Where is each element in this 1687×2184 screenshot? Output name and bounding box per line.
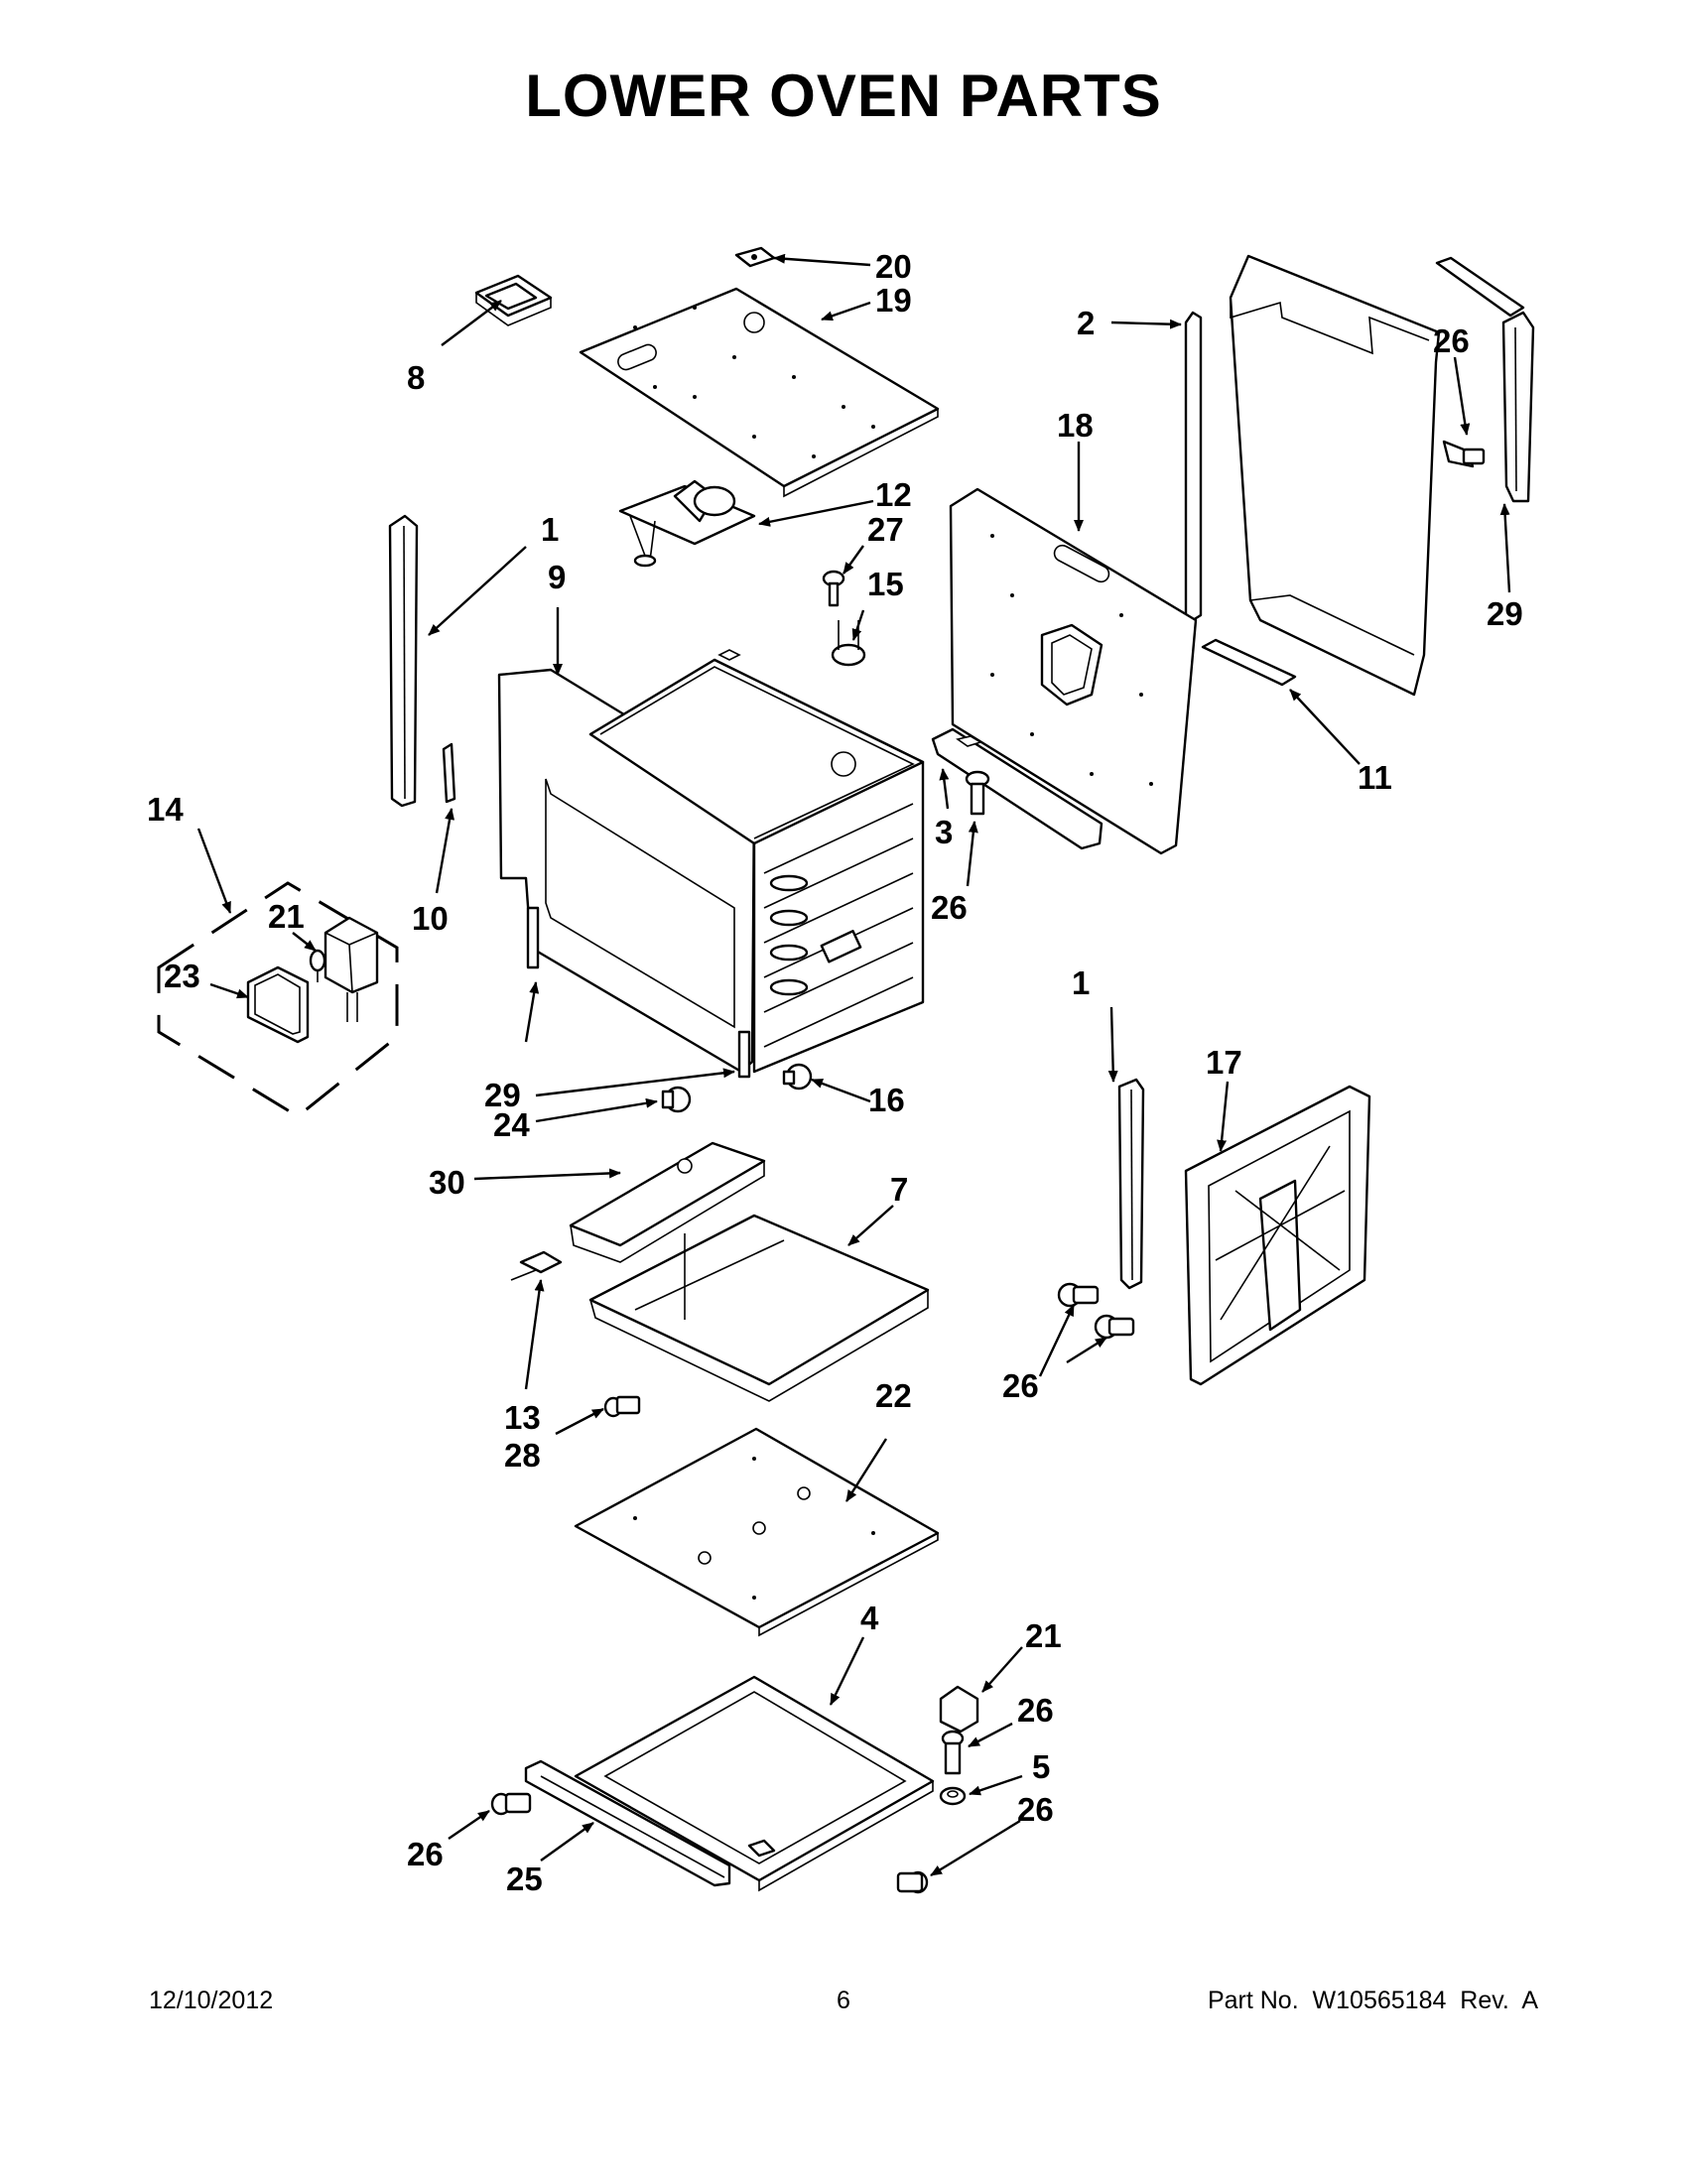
callout-25: 25	[506, 1861, 543, 1897]
callout-3: 3	[935, 814, 953, 850]
callout-14: 14	[147, 791, 184, 828]
callout-8: 8	[407, 359, 425, 396]
part-7-bake-tray	[588, 1214, 930, 1402]
part-27-screw	[822, 570, 845, 607]
callout-7: 7	[890, 1171, 908, 1208]
callout-27: 27	[867, 511, 904, 548]
part-23-bezel	[246, 965, 310, 1044]
part-29-trim-strip-upper	[1435, 256, 1535, 503]
callout-1: 1	[541, 511, 559, 548]
callout-1: 1	[1072, 964, 1090, 1001]
part-28-screw	[603, 1395, 641, 1418]
footer-page-number: 6	[837, 1987, 850, 2014]
callout-28: 28	[504, 1437, 541, 1474]
part-8-vent-bracket	[474, 274, 553, 326]
callout-12: 12	[875, 476, 912, 513]
part-2-outer-wrap	[1184, 254, 1441, 697]
part-22-bottom-panel	[574, 1427, 940, 1637]
callout-26: 26	[931, 889, 968, 926]
part-26-screw-vertical	[941, 1730, 965, 1775]
part-24-knob	[661, 1086, 692, 1113]
callout-17: 17	[1206, 1044, 1242, 1081]
part-26-screw-upper-right	[1442, 440, 1486, 468]
part-26-screw-bottom-left	[490, 1792, 532, 1816]
callout-19: 19	[875, 282, 912, 319]
callout-29: 29	[484, 1077, 521, 1113]
part-9-oven-cavity	[497, 649, 925, 1079]
callout-10: 10	[412, 900, 449, 937]
callout-16: 16	[868, 1082, 905, 1118]
callout-labels: 20 19 8 2 26 18 12 27 15 1 9 29 11 14 3 …	[147, 248, 1523, 1897]
callout-30: 30	[429, 1164, 465, 1201]
part-26-screw-rear	[965, 770, 990, 816]
callout-20: 20	[875, 248, 912, 285]
part-16-knob	[782, 1063, 813, 1091]
part-13-switch	[510, 1250, 563, 1281]
rack-supports	[763, 803, 914, 1048]
control-box	[324, 916, 379, 1022]
leader-arrows	[196, 253, 1511, 1877]
part-18-rear-panel	[949, 487, 1198, 855]
part-3-rear-strip	[931, 727, 1103, 850]
callout-26: 26	[1017, 1791, 1054, 1828]
callout-21: 21	[1025, 1617, 1062, 1654]
part-11-strip	[1201, 638, 1297, 687]
callout-2: 2	[1077, 305, 1095, 341]
part-25-front-rail	[524, 1759, 731, 1887]
part-12-fan-motor-assembly	[618, 479, 756, 568]
callout-9: 9	[548, 559, 566, 595]
footer-date: 12/10/2012	[149, 1987, 274, 2014]
callout-22: 22	[875, 1377, 912, 1414]
part-4-base-frame	[574, 1675, 935, 1892]
part-1-side-rail-right	[1117, 1078, 1145, 1290]
part-14-control-assembly	[157, 881, 399, 1118]
callout-26: 26	[1433, 322, 1470, 359]
callout-18: 18	[1057, 407, 1094, 444]
part-5-leveling-foot	[939, 1786, 967, 1806]
callout-26: 26	[407, 1836, 444, 1872]
part-21-bracket	[939, 1685, 979, 1734]
part-30-baffle	[569, 1141, 766, 1263]
callout-21: 21	[268, 898, 305, 935]
callout-24: 24	[493, 1106, 530, 1143]
part-26-screw-bottom-right	[896, 1870, 929, 1894]
footer-part-number: Part No. W10565184 Rev. A	[1207, 1987, 1538, 2014]
page-title: LOWER OVEN PARTS	[525, 63, 1162, 129]
part-19-top-panel	[579, 287, 940, 498]
part-15-sensor	[831, 620, 866, 667]
part-10-clip	[442, 742, 456, 804]
part-1-side-rail-left	[388, 514, 419, 808]
callout-29: 29	[1487, 595, 1523, 632]
callout-15: 15	[867, 566, 904, 602]
callout-13: 13	[504, 1399, 541, 1436]
part-17-rear-frame	[1184, 1085, 1371, 1386]
callout-26: 26	[1002, 1367, 1039, 1404]
part-21-plug-small	[309, 949, 326, 982]
callout-4: 4	[860, 1600, 879, 1636]
part-20-shield	[734, 246, 776, 268]
callout-23: 23	[164, 958, 200, 994]
callout-11: 11	[1358, 759, 1392, 796]
callout-5: 5	[1032, 1748, 1050, 1785]
callout-26: 26	[1017, 1692, 1054, 1729]
